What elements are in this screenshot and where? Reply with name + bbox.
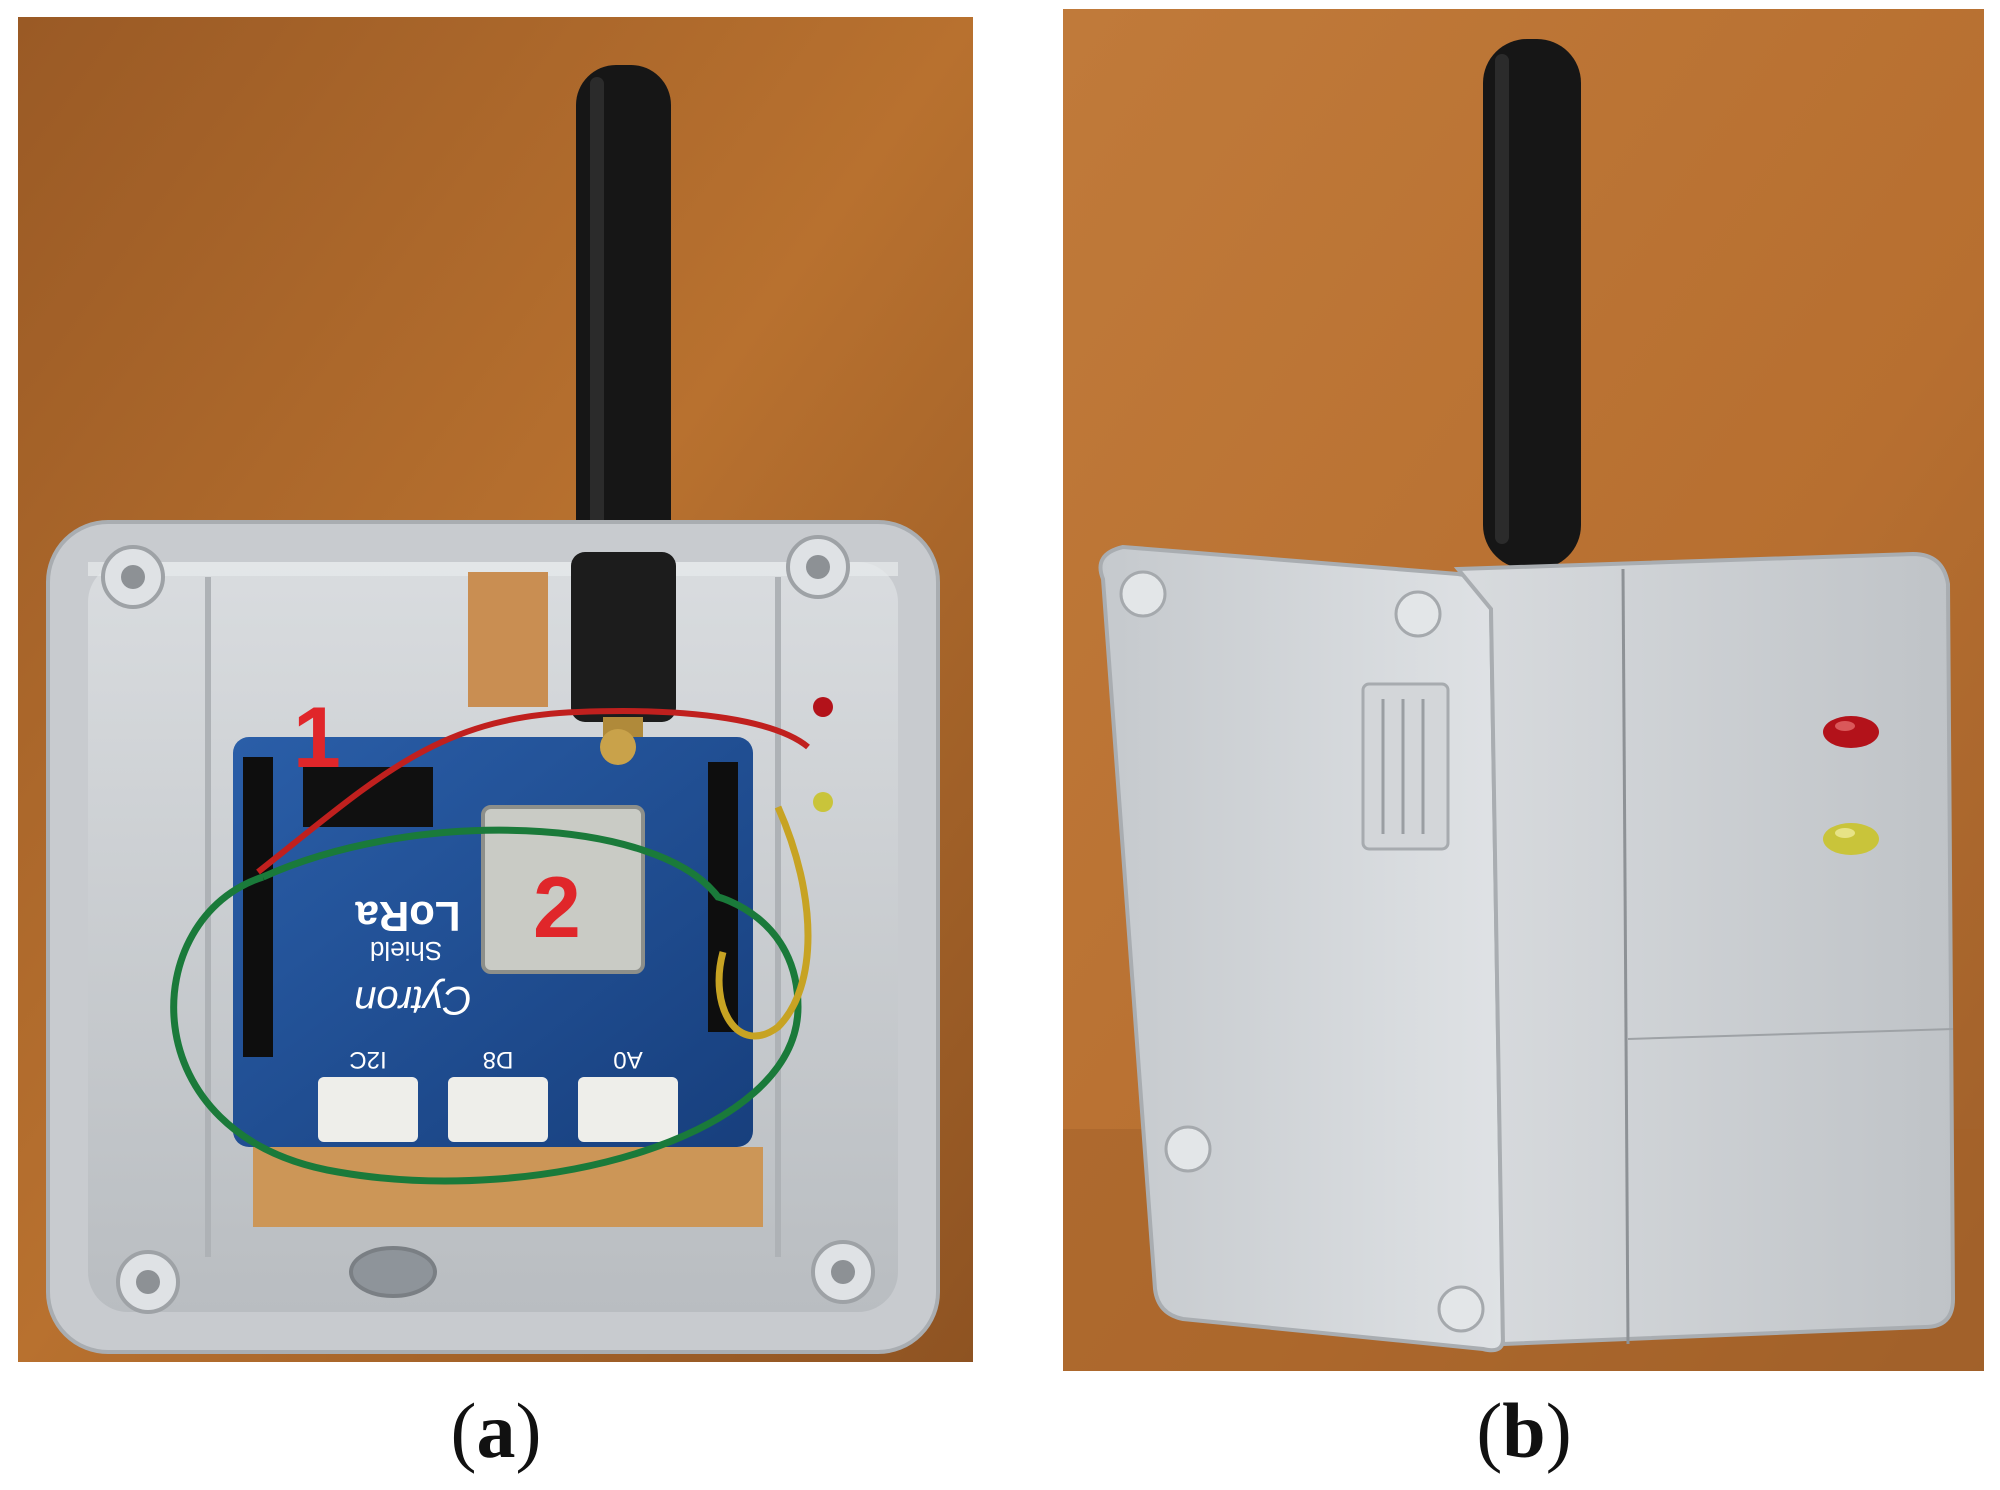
screw-boss (1119, 570, 1167, 618)
grove-connector-i2c (318, 1077, 418, 1142)
led-red (1823, 716, 1879, 748)
board-label-port-i2c: I2C (349, 1046, 386, 1073)
marker-1: 1 (293, 690, 341, 786)
board-label-product-sub: Shield (370, 936, 442, 966)
board-label-product: LoRa (355, 893, 461, 940)
grove-connector-d8 (448, 1077, 548, 1142)
grove-connector-a0 (578, 1077, 678, 1142)
caption-b-close: ) (1545, 1387, 1572, 1474)
embossed-label (1361, 682, 1450, 851)
caption-a-open: ( (450, 1387, 477, 1474)
led-yellow (813, 792, 833, 812)
board-label-port-d8: D8 (483, 1046, 514, 1073)
red-wire (256, 708, 810, 875)
caption-b: (b) (1424, 1392, 1624, 1470)
led-red (813, 697, 833, 717)
green-wire (170, 826, 802, 1185)
board-label-brand: Cytron (354, 978, 472, 1022)
caption-a: (a) (396, 1392, 596, 1470)
wood-spacer-bottom (253, 1147, 763, 1227)
photo-panel-b (1063, 9, 1984, 1371)
wood-spacer-top (468, 572, 548, 707)
yellow-wire (715, 805, 812, 1040)
board-label-port-a0: A0 (613, 1046, 642, 1073)
caption-a-letter: a (476, 1387, 516, 1474)
caption-a-close: ) (515, 1387, 542, 1474)
lora-module (481, 805, 645, 974)
photo-panel-a: LoRa Shield Cytron I2C D8 A0 1 2 (18, 17, 973, 1362)
enclosure-lid (1098, 544, 1506, 1353)
screw-boss (1437, 1285, 1485, 1333)
caption-b-letter: b (1502, 1387, 1546, 1474)
marker-2: 2 (533, 860, 581, 956)
caption-b-open: ( (1476, 1387, 1503, 1474)
led-yellow (1823, 823, 1879, 855)
screw-boss (1164, 1125, 1212, 1173)
photo-open-enclosure: LoRa Shield Cytron I2C D8 A0 1 2 (18, 17, 973, 1362)
screw-boss (1394, 590, 1442, 638)
antenna-connector (571, 552, 676, 722)
photo-closed-enclosure (1063, 9, 1984, 1371)
enclosure-side (1453, 551, 1956, 1347)
cable-hole (349, 1246, 437, 1298)
